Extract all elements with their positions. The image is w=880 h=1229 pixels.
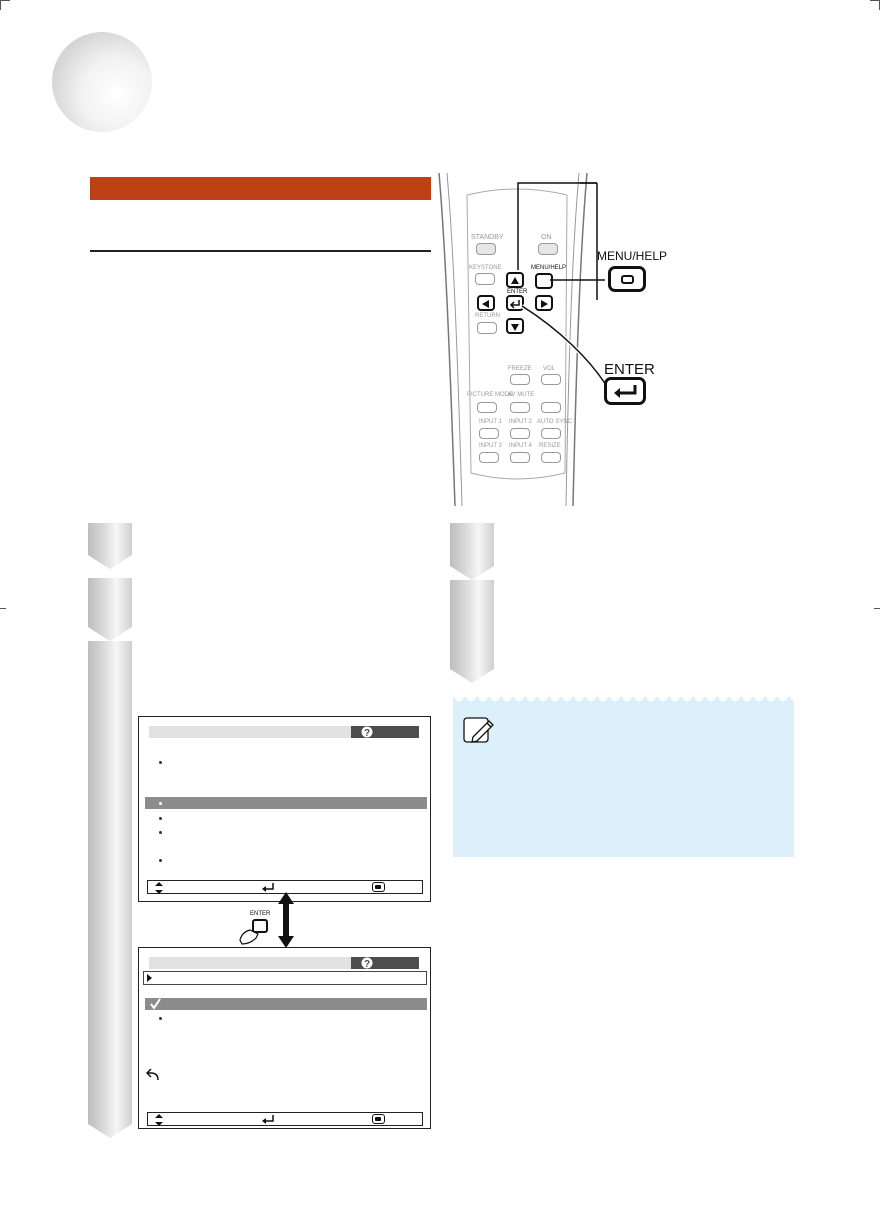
- enter-key-icon: [509, 300, 520, 309]
- auto-sync-button: [541, 428, 561, 439]
- input1-label: INPUT 1: [479, 419, 502, 425]
- av-mute-label: AV MUTE: [508, 392, 535, 398]
- enter-label: ENTER: [507, 289, 528, 295]
- input1-button: [479, 428, 499, 439]
- input4-label: INPUT 4: [509, 443, 532, 449]
- freeze-button: [510, 374, 530, 385]
- note-box: [453, 697, 794, 857]
- enter-key-icon: [262, 1115, 274, 1124]
- return-label: RETURN: [475, 313, 500, 319]
- keystone-button: [475, 273, 495, 285]
- up-down-arrow-icon: [155, 1114, 163, 1126]
- left-button: [477, 295, 495, 311]
- svg-text:?: ?: [364, 959, 370, 969]
- help-tab: ?: [351, 726, 419, 738]
- vol-down-button: [541, 402, 561, 413]
- standby-label: STANDBY: [471, 234, 504, 241]
- osd-menu-help: ?: [138, 716, 431, 902]
- enter-key: [252, 919, 268, 933]
- freeze-label: FREEZE: [508, 366, 532, 372]
- crop-mark-top-left: [0, 0, 10, 10]
- resize-button: [541, 452, 561, 463]
- osd-menu-help-detail: ?: [138, 947, 431, 1129]
- hand-enter-illustration: ENTER: [236, 908, 276, 948]
- step-tab-5: [450, 580, 494, 683]
- menu-button-icon: [372, 882, 385, 892]
- question-icon: ?: [361, 957, 373, 969]
- step-tab-3: [88, 641, 132, 1138]
- input2-label: INPUT 2: [509, 419, 532, 425]
- on-label: ON: [541, 234, 552, 241]
- on-button: [538, 243, 558, 255]
- bullet: [159, 831, 162, 834]
- up-arrow-icon: [511, 277, 519, 284]
- up-down-arrow-icon: [155, 882, 163, 894]
- remote-control: STANDBY ON KEYSTONE MENU/HELP ENTER RETU…: [437, 173, 597, 506]
- input3-label: INPUT 3: [479, 443, 502, 449]
- pencil-note-icon: [463, 717, 494, 743]
- resize-label: RESIZE: [539, 443, 561, 449]
- menu-help-button: [535, 273, 553, 289]
- osd-footer: [147, 1112, 423, 1126]
- keystone-label: KEYSTONE: [469, 265, 502, 271]
- enter-key-icon: [262, 883, 274, 892]
- enter-callout: ENTER: [604, 361, 655, 378]
- pointer-icon: [147, 974, 152, 982]
- osd-selected-row: [145, 797, 427, 809]
- step-tab-2: [88, 578, 132, 641]
- svg-text:?: ?: [364, 728, 370, 738]
- bullet: [159, 802, 162, 805]
- input3-button: [479, 452, 499, 463]
- input2-button: [510, 428, 530, 439]
- standby-button: [476, 243, 496, 255]
- double-arrow-icon: [278, 892, 294, 948]
- checkmark-icon: [150, 998, 161, 1010]
- hand-enter-label: ENTER: [250, 911, 271, 917]
- av-mute-button: [510, 402, 530, 413]
- bullet: [159, 1017, 162, 1020]
- section-heading-rule: [90, 250, 431, 252]
- bullet: [159, 859, 162, 862]
- left-arrow-icon: [482, 300, 489, 308]
- crop-mark-left-middle: [0, 608, 6, 609]
- menu-help-large-key: [608, 266, 646, 292]
- header-circle: [52, 32, 152, 132]
- up-button: [506, 272, 524, 288]
- osd-item-box: [143, 971, 427, 985]
- step-tab-1: [88, 523, 132, 569]
- right-button: [535, 295, 553, 311]
- vol-label: VOL: [543, 366, 556, 372]
- crop-mark-right-middle: [874, 608, 880, 609]
- crop-mark-top-right: [870, 0, 880, 10]
- picture-mode-button: [477, 402, 497, 413]
- menu-button-icon: [372, 1114, 385, 1124]
- enter-button: [506, 295, 524, 311]
- enter-key-icon: [614, 385, 637, 398]
- menu-button-icon: [621, 275, 634, 284]
- bullet: [159, 761, 162, 764]
- return-arrow-icon: [146, 1068, 159, 1081]
- return-button: [477, 322, 497, 334]
- hand-icon: [239, 929, 259, 945]
- menu-help-callout: MENU/HELP: [597, 249, 668, 263]
- right-arrow-icon: [541, 300, 548, 308]
- section-heading-bar: [90, 177, 431, 200]
- down-arrow-icon: [511, 324, 519, 331]
- auto-sync-label: AUTO SYNC: [537, 419, 572, 425]
- vol-up-button: [541, 374, 561, 385]
- picture-mode-label: PICTURE MODE: [467, 392, 514, 398]
- osd-selected-row: [145, 998, 427, 1010]
- bullet: [159, 817, 162, 820]
- menu-help-label: MENU/HELP: [531, 265, 567, 271]
- question-icon: ?: [361, 726, 373, 738]
- down-button: [506, 318, 524, 334]
- help-tab: ?: [351, 957, 419, 969]
- input4-button: [510, 452, 530, 463]
- enter-large-key: [604, 377, 646, 405]
- step-tab-4: [450, 523, 494, 580]
- note-scalloped-edge: [453, 697, 794, 709]
